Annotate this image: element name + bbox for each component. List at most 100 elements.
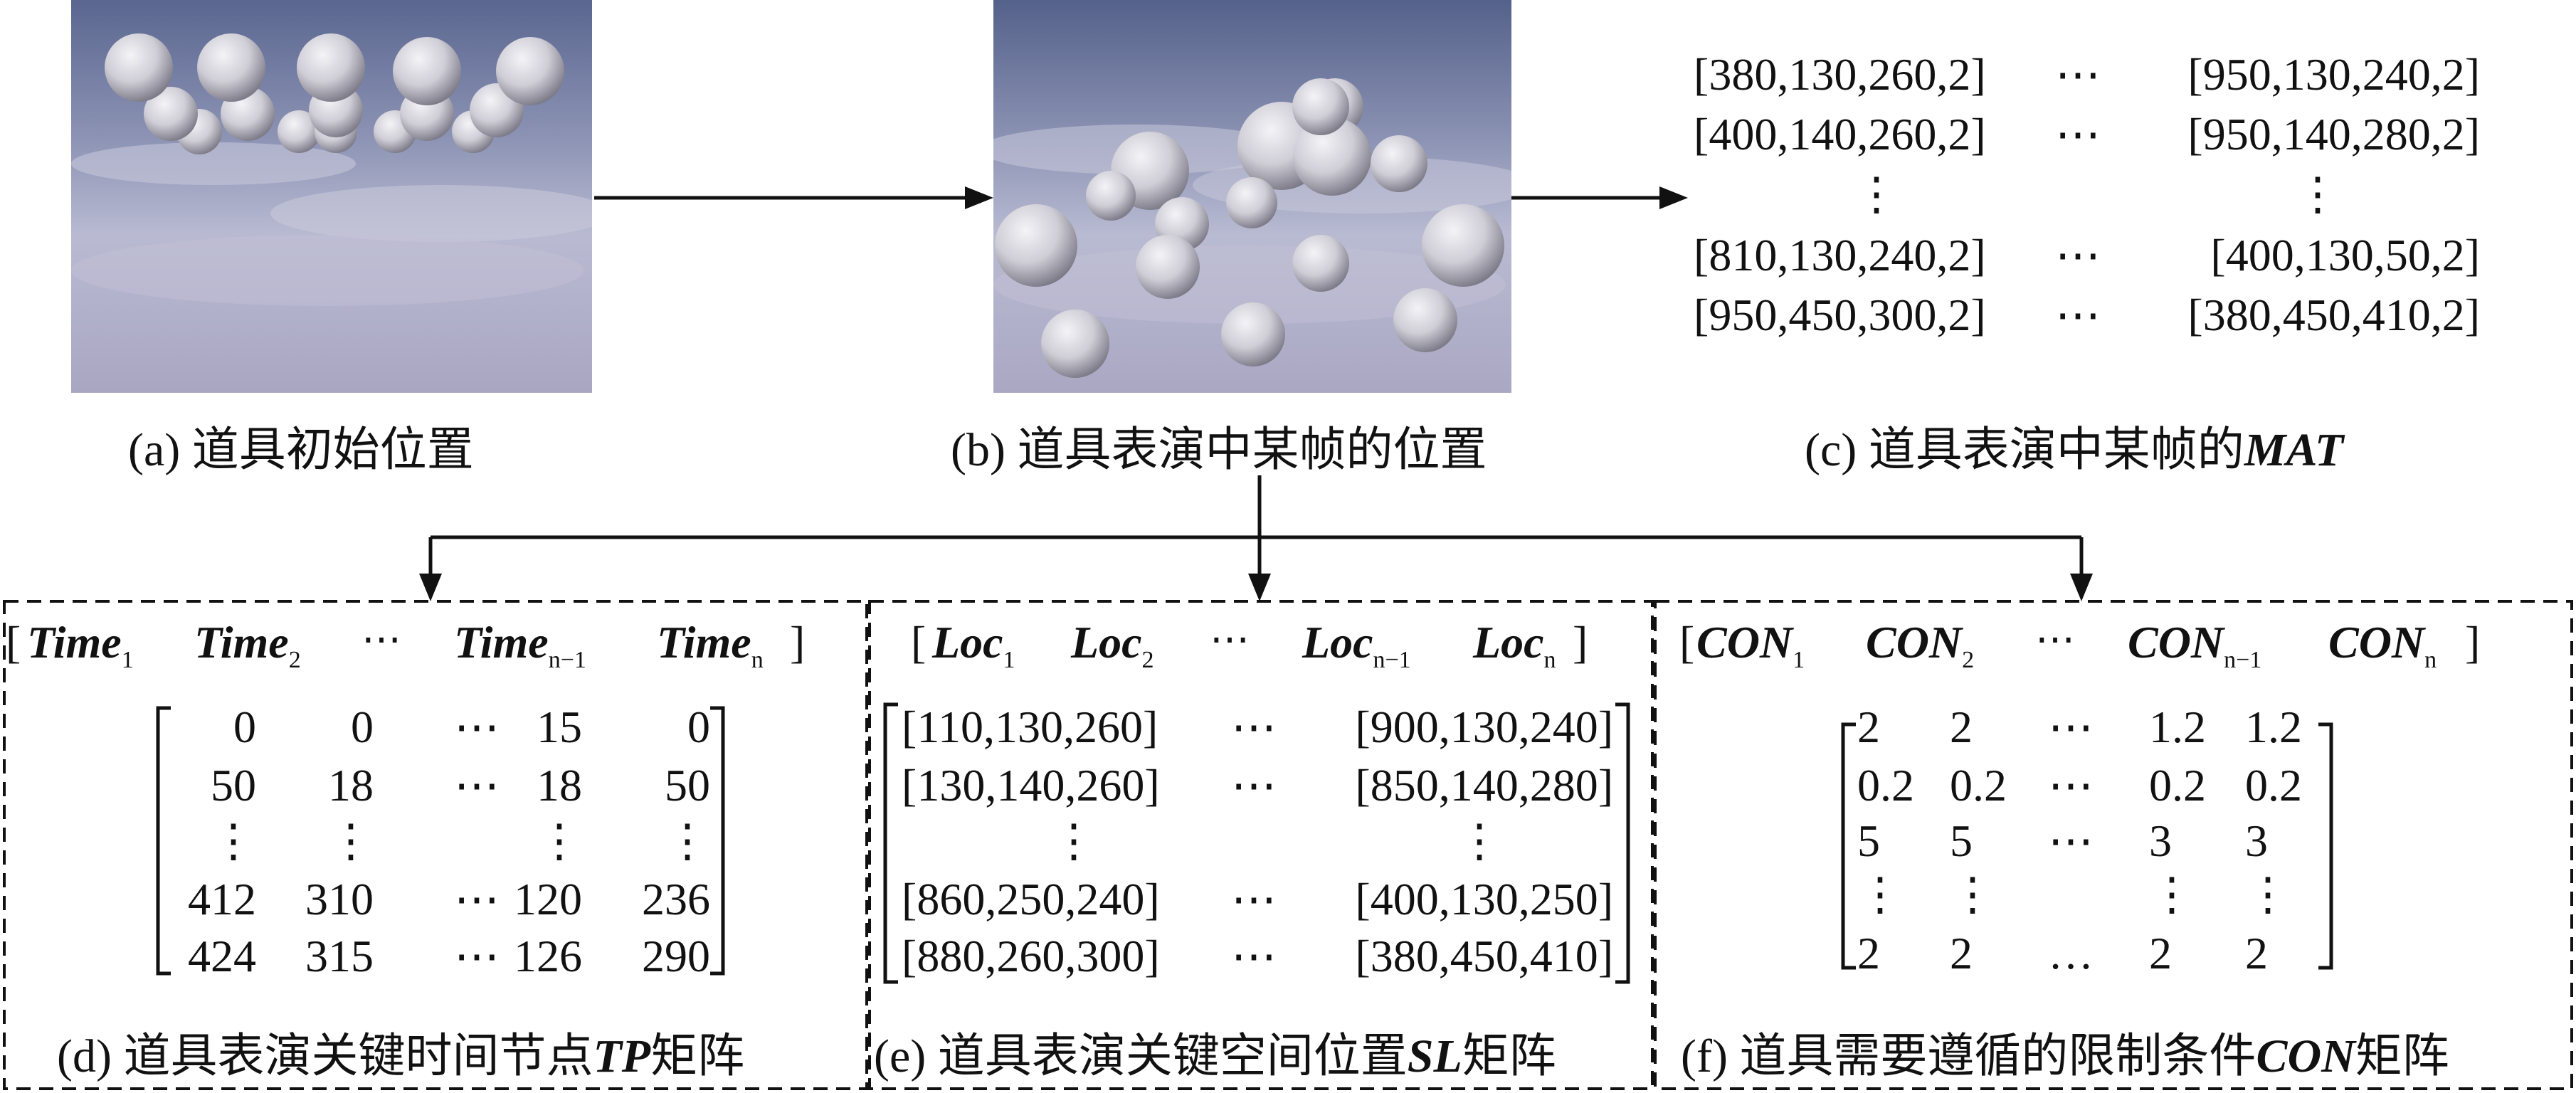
con-cell-4-2: … bbox=[2048, 928, 2094, 978]
mat-cell-3-2: [400,130,50,2] bbox=[2210, 230, 2480, 280]
sl-cell-1-0: [130,140,260] bbox=[902, 760, 1160, 810]
mat-cell-2-0: ⋮ bbox=[1854, 169, 1899, 219]
con-right-bracket bbox=[2318, 722, 2333, 970]
con-cell-4-1: 2 bbox=[1950, 928, 1973, 978]
caption-c: (c) 道具表演中某帧的MAT bbox=[1805, 411, 2343, 480]
arrow-b-to-c-head bbox=[1659, 186, 1688, 209]
con-header-open: [ bbox=[1679, 617, 1695, 667]
con-cell-2-3: 3 bbox=[2149, 815, 2172, 866]
sl-cell-3-1: ⋯ bbox=[1231, 874, 1277, 924]
mat-cell-4-1: ⋯ bbox=[2055, 290, 2101, 340]
con-cell-3-4: ⋮ bbox=[2245, 869, 2291, 919]
tp-cell-0-0: 0 bbox=[233, 702, 256, 752]
caption-a-text: (a) 道具初始位置 bbox=[128, 424, 474, 476]
con-cell-1-2: ⋯ bbox=[2048, 760, 2094, 810]
caption-d-bold: TP bbox=[593, 1030, 651, 1082]
caption-a: (a) 道具初始位置 bbox=[128, 411, 474, 480]
con-header: [ CON1 CON2 ⋯ CONn−1 CONn ] bbox=[1679, 616, 2562, 680]
tp-cell-2-1: ⋮ bbox=[328, 815, 374, 866]
tp-header-time-2: Time2 bbox=[194, 617, 301, 673]
split-mid-head bbox=[1248, 574, 1271, 601]
mat-cell-1-0: [400,140,260,2] bbox=[1694, 109, 1986, 159]
caption-d-suffix: 矩阵 bbox=[650, 1030, 745, 1082]
con-cell-1-0: 0.2 bbox=[1857, 760, 1914, 810]
split-right-head bbox=[2070, 574, 2093, 601]
frame-position-image bbox=[993, 0, 1511, 393]
caption-e-suffix: 矩阵 bbox=[1462, 1030, 1556, 1082]
tp-cell-3-4: 236 bbox=[642, 874, 710, 924]
mat-cell-3-1: ⋯ bbox=[2055, 230, 2101, 280]
caption-f-suffix: 矩阵 bbox=[2355, 1030, 2449, 1082]
tp-header-dots: ⋯ bbox=[361, 618, 401, 662]
con-header-con-n-1: CONn−1 bbox=[2128, 617, 2262, 673]
split-left-head bbox=[419, 574, 442, 601]
sl-matrix: [110,130,260] ⋯ [900,130,240] [130,140,260]… bbox=[898, 701, 1617, 986]
con-cell-0-1: 2 bbox=[1950, 702, 1973, 752]
con-cell-2-4: 3 bbox=[2245, 815, 2268, 866]
tp-header-time-n-1: Timen−1 bbox=[454, 617, 586, 673]
sl-header-loc-2: Loc2 bbox=[1071, 617, 1154, 673]
tp-cell-1-3: 18 bbox=[537, 760, 582, 810]
tp-header-close: ] bbox=[790, 617, 806, 667]
con-cell-3-3: ⋮ bbox=[2149, 869, 2195, 919]
sl-cell-4-2: [380,450,410] bbox=[1355, 931, 1613, 981]
tp-header-time-1: Time1 bbox=[27, 617, 134, 673]
sl-cell-2-2: ⋮ bbox=[1457, 815, 1502, 866]
arrow-a-to-b-head bbox=[965, 186, 993, 209]
caption-f-text: (f) 道具需要遵循的限制条件 bbox=[1681, 1030, 2256, 1082]
caption-d-text: (d) 道具表演关键时间节点 bbox=[57, 1030, 593, 1082]
caption-b-text: (b) 道具表演中某帧的位置 bbox=[951, 424, 1487, 476]
tp-cell-3-2: ⋯ bbox=[454, 874, 500, 924]
tp-cell-4-4: 290 bbox=[642, 931, 710, 981]
con-cell-2-2: ⋯ bbox=[2048, 815, 2094, 866]
caption-e: (e) 道具表演关键空间位置SL矩阵 bbox=[874, 1018, 1556, 1086]
mat-cell-0-2: [950,130,240,2] bbox=[2187, 49, 2480, 100]
con-header-con-2: CON2 bbox=[1866, 617, 1975, 673]
tp-cell-0-2: ⋯ bbox=[454, 702, 500, 752]
sl-cell-3-2: [400,130,250] bbox=[1355, 874, 1613, 924]
initial-position-render bbox=[71, 0, 592, 393]
sl-right-bracket bbox=[1615, 702, 1630, 984]
con-header-dots: ⋯ bbox=[2035, 618, 2075, 662]
mat-cell-4-0: [950,450,300,2] bbox=[1694, 290, 1986, 340]
tp-cell-2-0: ⋮ bbox=[211, 815, 256, 866]
sl-cell-4-1: ⋯ bbox=[1231, 931, 1277, 981]
mat-cell-1-1: ⋯ bbox=[2055, 109, 2101, 159]
con-cell-3-0: ⋮ bbox=[1857, 869, 1903, 919]
caption-c-text: (c) 道具表演中某帧的 bbox=[1805, 424, 2244, 476]
mat-matrix: [380,130,260,2]⋯[950,130,240,2][400,140,… bbox=[1694, 43, 2491, 342]
mat-cell-2-2: ⋮ bbox=[2295, 169, 2340, 219]
tp-cell-2-3: ⋮ bbox=[537, 815, 582, 866]
tp-left-bracket bbox=[156, 706, 171, 976]
con-header-con-n: CONn bbox=[2328, 617, 2437, 673]
mat-cell-1-2: [950,140,280,2] bbox=[2187, 109, 2480, 159]
caption-e-text: (e) 道具表演关键空间位置 bbox=[874, 1030, 1408, 1082]
sl-cell-0-1: ⋯ bbox=[1231, 702, 1277, 752]
tp-cell-3-0: 412 bbox=[188, 874, 256, 924]
sl-header-loc-n-1: Locn−1 bbox=[1302, 617, 1411, 673]
tp-cell-1-4: 50 bbox=[665, 760, 710, 810]
sl-cell-0-0: [110,130,260] bbox=[902, 702, 1158, 752]
tp-cell-4-0: 424 bbox=[188, 931, 256, 981]
tp-header-open: [ bbox=[6, 617, 21, 667]
con-cell-2-0: 5 bbox=[1857, 815, 1880, 866]
sl-header-open: [ bbox=[911, 617, 927, 667]
frame-position-render bbox=[993, 0, 1511, 393]
tp-cell-3-3: 120 bbox=[514, 874, 582, 924]
caption-b: (b) 道具表演中某帧的位置 bbox=[951, 411, 1487, 480]
sl-cell-4-0: [880,260,300] bbox=[902, 931, 1160, 981]
sl-cell-0-2: [900,130,240] bbox=[1355, 702, 1613, 752]
mat-cell-0-1: ⋯ bbox=[2055, 49, 2101, 100]
con-header-con-1: CON1 bbox=[1696, 617, 1805, 673]
con-cell-0-3: 1.2 bbox=[2149, 702, 2206, 752]
con-cell-3-1: ⋮ bbox=[1950, 869, 1995, 919]
caption-f: (f) 道具需要遵循的限制条件CON矩阵 bbox=[1681, 1018, 2449, 1086]
con-header-close: ] bbox=[2465, 617, 2481, 667]
con-cell-4-3: 2 bbox=[2149, 928, 2172, 978]
caption-d: (d) 道具表演关键时间节点TP矩阵 bbox=[57, 1018, 744, 1086]
tp-cell-3-1: 310 bbox=[305, 874, 374, 924]
mat-cell-4-2: [380,450,410,2] bbox=[2187, 290, 2480, 340]
tp-cell-0-1: 0 bbox=[351, 702, 374, 752]
con-cell-0-4: 1.2 bbox=[2245, 702, 2302, 752]
